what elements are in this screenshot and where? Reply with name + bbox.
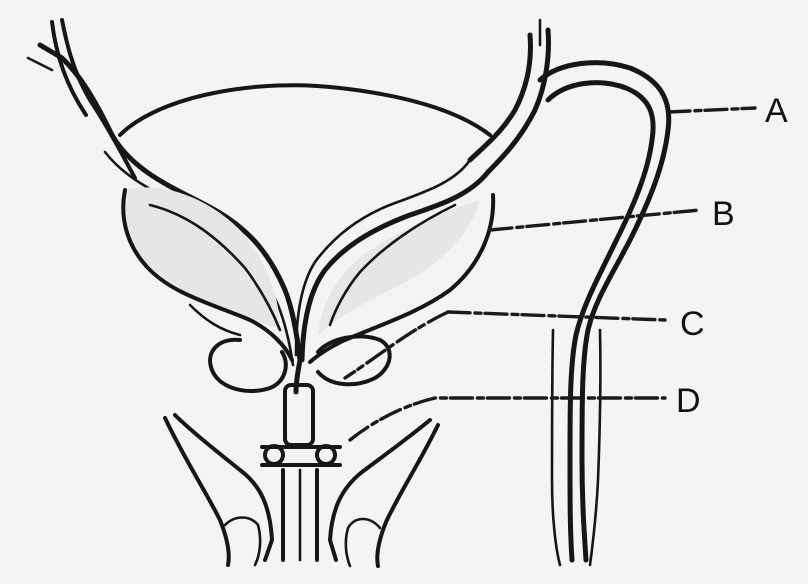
label-a: A	[765, 92, 788, 130]
right-hook-duct	[540, 63, 669, 565]
ejaculatory-duct	[296, 360, 300, 392]
leader-line-a	[668, 108, 755, 112]
right-crus-outer	[377, 425, 438, 566]
leader-line-c	[448, 312, 665, 320]
left-prostate-lobe	[210, 340, 286, 391]
urethra-upper	[285, 385, 313, 445]
leader-line-b	[490, 210, 700, 230]
left-ureter	[28, 20, 135, 178]
left-crus	[175, 415, 272, 560]
right-prostate-lobe	[318, 336, 390, 384]
bladder-dome	[120, 85, 490, 135]
right-crus-inner	[346, 519, 380, 566]
label-b: B	[712, 195, 735, 233]
leader-line-c-return	[345, 312, 448, 378]
left-crus-outer	[165, 418, 229, 565]
left-seminal-vesicle-fill	[122, 187, 280, 330]
label-d: D	[676, 382, 701, 420]
label-c: C	[680, 305, 705, 343]
right-ureter	[470, 20, 548, 172]
leader-line-d	[350, 398, 665, 440]
